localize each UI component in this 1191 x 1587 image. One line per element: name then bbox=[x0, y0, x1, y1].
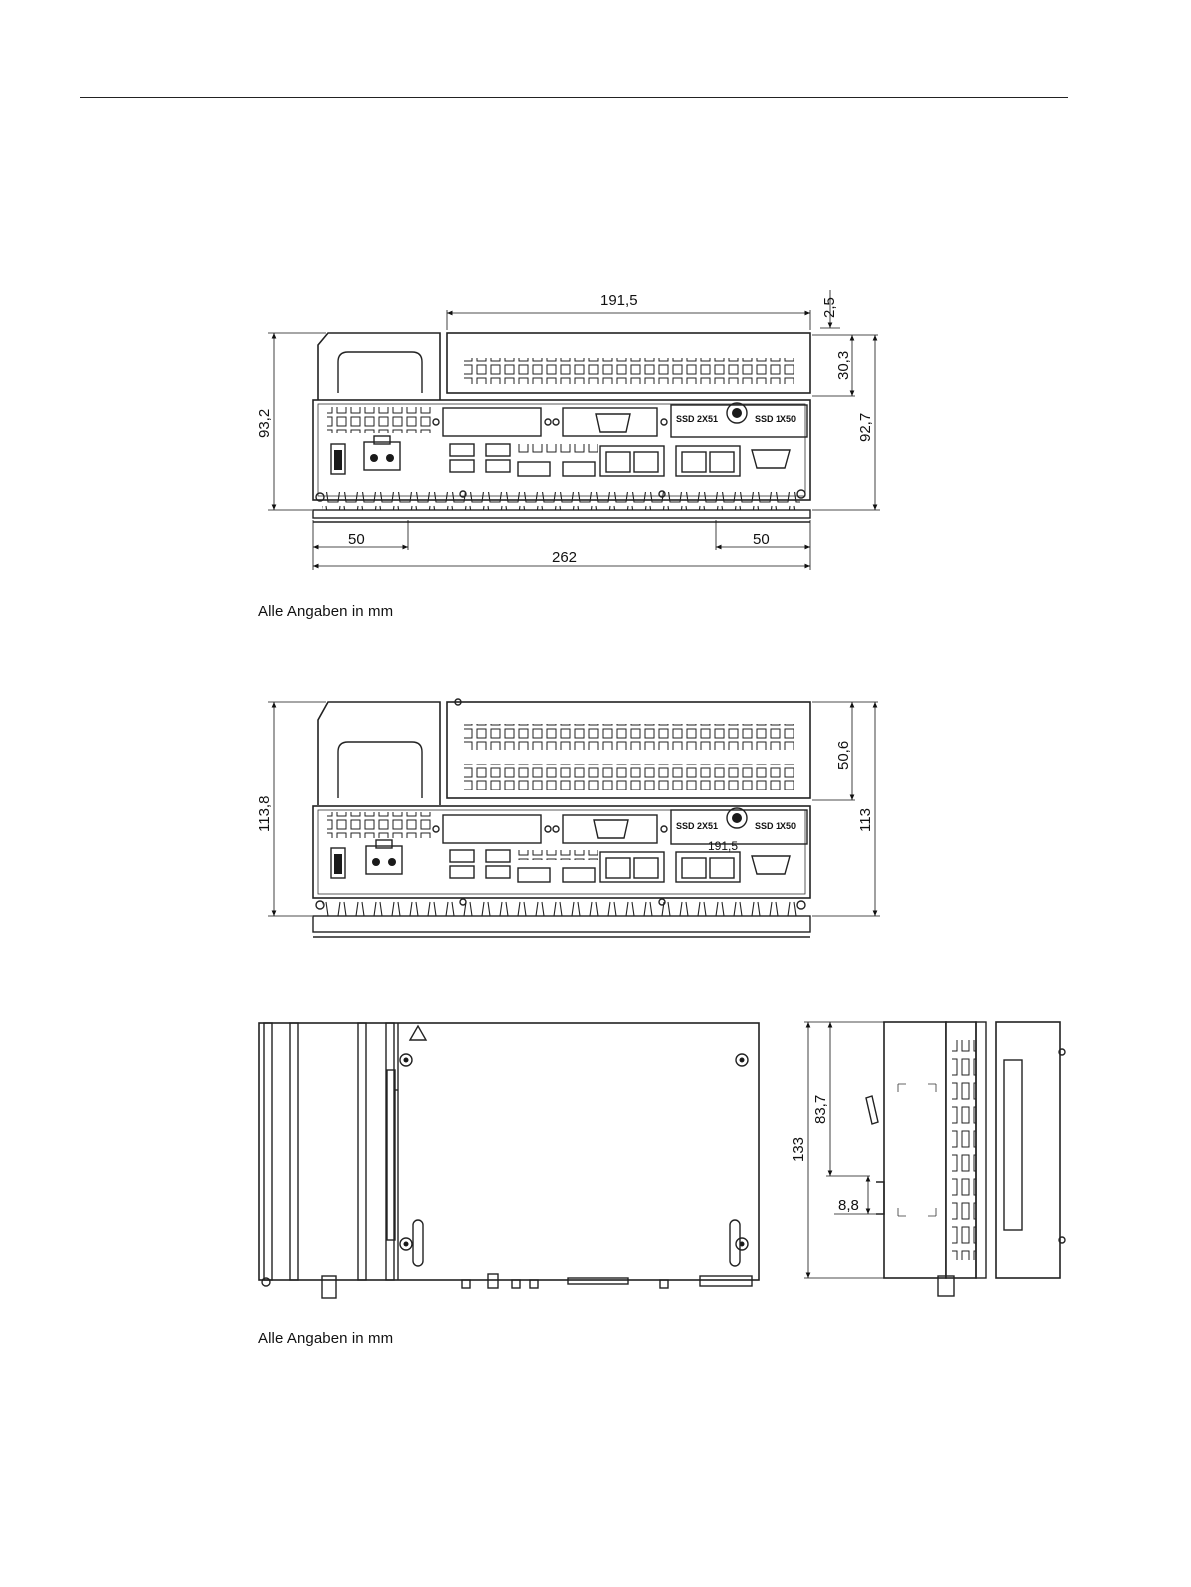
view1-dim-top-width: 191,5 bbox=[600, 292, 638, 309]
view3-dim-rail-height: 83,7 bbox=[812, 1095, 829, 1124]
view2-x50-label: X50 bbox=[780, 821, 796, 831]
view1-led-grid bbox=[327, 407, 431, 433]
view2-cooling-fins bbox=[322, 898, 800, 916]
view1-dim-top-offset: 2,5 bbox=[821, 297, 838, 318]
view2-dim-left-height: 113,8 bbox=[256, 796, 273, 832]
view1-x50-label: X50 bbox=[780, 414, 796, 424]
view2-vent-slots-upper bbox=[464, 724, 794, 750]
view1-dim-rail-right: 50 bbox=[753, 531, 770, 548]
view1-dim-right-height: 92,7 bbox=[857, 413, 874, 442]
caption-1: Alle Angaben in mm bbox=[258, 603, 393, 620]
view2-overlap-text: 191,5 bbox=[708, 839, 738, 853]
view1-dim-left-height: 93,2 bbox=[256, 409, 273, 438]
view1-ssd1-label: SSD 1 bbox=[755, 414, 781, 424]
view3-dim-rail-offset: 8,8 bbox=[838, 1197, 859, 1214]
view3-side-vents bbox=[952, 1040, 976, 1260]
view3-housing-outline bbox=[259, 1023, 759, 1280]
view1-rail-clip bbox=[313, 510, 810, 518]
view1-dim-top-height: 30,3 bbox=[835, 351, 852, 380]
view3-side-latch bbox=[938, 1276, 954, 1296]
view1-ssd2-label: SSD 2 bbox=[676, 414, 702, 424]
view2-led-grid bbox=[327, 812, 431, 838]
view2-vent-slots-lower bbox=[464, 764, 794, 790]
view1-vent-slots bbox=[464, 358, 794, 384]
view1-front: SSD 2 X51 SSD 1 X50 bbox=[313, 333, 810, 522]
view2-dim-right-height: 113 bbox=[857, 808, 874, 832]
view2-front: SSD 2 X51 SSD 1 X50 191,5 bbox=[313, 699, 810, 937]
view3-dimensions: 133 83,7 8,8 bbox=[790, 1022, 884, 1278]
view3-side-view bbox=[866, 1022, 1065, 1296]
view3-side-body bbox=[884, 1022, 946, 1278]
view2-ssd1-label: SSD 1 bbox=[755, 821, 781, 831]
view3-rail-hook bbox=[866, 1096, 878, 1124]
view2-ssd2-label: SSD 2 bbox=[676, 821, 702, 831]
view1-x51-label: X51 bbox=[702, 414, 718, 424]
view2-x51-label: X51 bbox=[702, 821, 718, 831]
view2-rail-clip bbox=[313, 916, 810, 932]
view1-cooling-fins bbox=[322, 492, 800, 510]
view1-dim-total-width: 262 bbox=[552, 549, 577, 566]
view3-top-view bbox=[259, 1023, 759, 1298]
view2-dim-top-height: 50,6 bbox=[835, 741, 852, 770]
view1-dim-rail-left: 50 bbox=[348, 531, 365, 548]
view3-dim-total-height: 133 bbox=[790, 1137, 807, 1162]
caption-2: Alle Angaben in mm bbox=[258, 1330, 393, 1347]
